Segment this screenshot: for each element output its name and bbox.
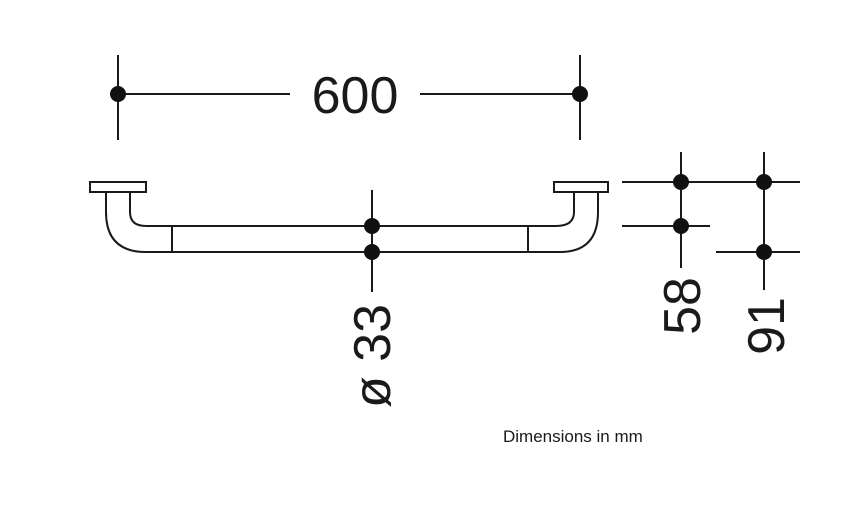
length-right-dot bbox=[572, 86, 588, 102]
diameter-dimension: ø 33 bbox=[344, 190, 402, 408]
length-label: 600 bbox=[312, 67, 399, 125]
diameter-label: ø 33 bbox=[344, 304, 402, 408]
right-flange bbox=[553, 181, 609, 193]
depth-dimensions: 58 91 bbox=[622, 152, 800, 355]
diameter-bottom-dot bbox=[364, 244, 380, 260]
depth-small-label: 58 bbox=[654, 277, 712, 335]
bar-inner-edge bbox=[129, 192, 575, 227]
units-caption: Dimensions in mm bbox=[503, 427, 643, 446]
depth-large-bottom-dot bbox=[756, 244, 772, 260]
depth-large-top-dot bbox=[756, 174, 772, 190]
depth-small-bottom-dot bbox=[673, 218, 689, 234]
left-flange bbox=[89, 181, 147, 193]
length-left-dot bbox=[110, 86, 126, 102]
depth-large-label: 91 bbox=[738, 297, 796, 355]
length-dimension: 600 bbox=[110, 55, 588, 140]
diameter-top-dot bbox=[364, 218, 380, 234]
bar-outer-edge bbox=[105, 192, 599, 253]
grab-bar bbox=[89, 181, 609, 253]
depth-small-top-dot bbox=[673, 174, 689, 190]
